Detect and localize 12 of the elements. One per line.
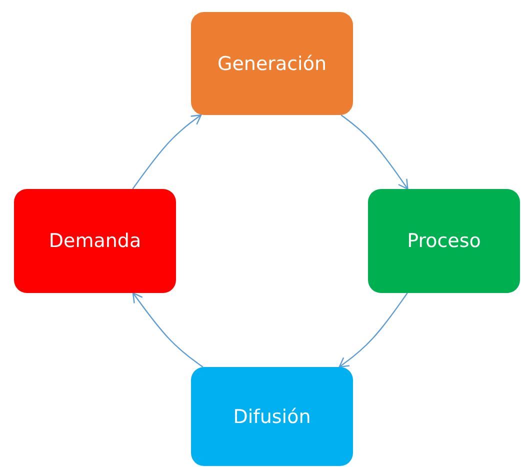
process-box [191, 12, 353, 115]
node-label: Proceso [407, 230, 481, 252]
process-box [14, 189, 176, 293]
process-box [191, 367, 353, 466]
node-label: Demanda [48, 230, 142, 252]
node-label: Generación [218, 52, 326, 74]
curved-arrow [338, 292, 408, 368]
curved-arrow [132, 114, 202, 190]
process-box [368, 189, 520, 293]
node-label: Difusión [233, 406, 311, 428]
curved-arrow [340, 114, 408, 190]
curved-arrow [132, 292, 204, 368]
